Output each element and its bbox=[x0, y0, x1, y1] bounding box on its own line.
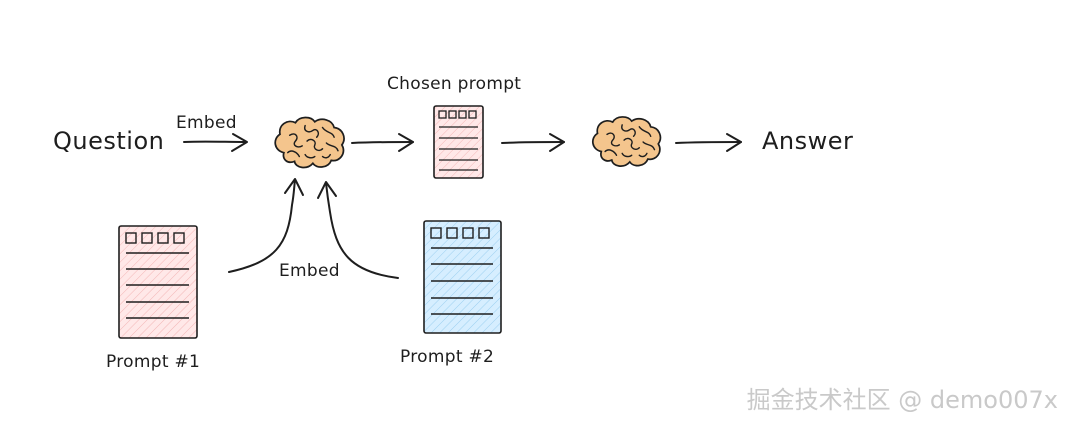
arrow-question-to-brain bbox=[183, 133, 248, 152]
embed-bottom-label: Embed bbox=[279, 261, 340, 281]
watermark-label: 掘金技术社区 @ demo007x bbox=[747, 386, 1058, 414]
arrow-chosen-prompt-to-brain bbox=[501, 133, 565, 152]
arrow-brain-to-answer bbox=[675, 133, 742, 152]
arrow-brain-to-chosen-prompt bbox=[351, 133, 414, 152]
prompt1-document-icon bbox=[118, 225, 198, 339]
prompt2-label: Prompt #2 bbox=[400, 347, 494, 367]
brain-icon bbox=[274, 116, 345, 169]
embed-top-label: Embed bbox=[176, 113, 237, 133]
question-label: Question bbox=[53, 127, 164, 155]
chosen-prompt-label: Chosen prompt bbox=[387, 74, 521, 94]
chosen-prompt-document-icon bbox=[433, 105, 484, 179]
prompt1-label: Prompt #1 bbox=[106, 352, 200, 372]
answer-label: Answer bbox=[762, 127, 853, 155]
arrow-prompt1-to-brain bbox=[228, 178, 304, 273]
brain-icon bbox=[591, 116, 662, 167]
arrow-prompt2-to-brain bbox=[317, 181, 399, 279]
prompt2-document-icon bbox=[423, 220, 502, 334]
